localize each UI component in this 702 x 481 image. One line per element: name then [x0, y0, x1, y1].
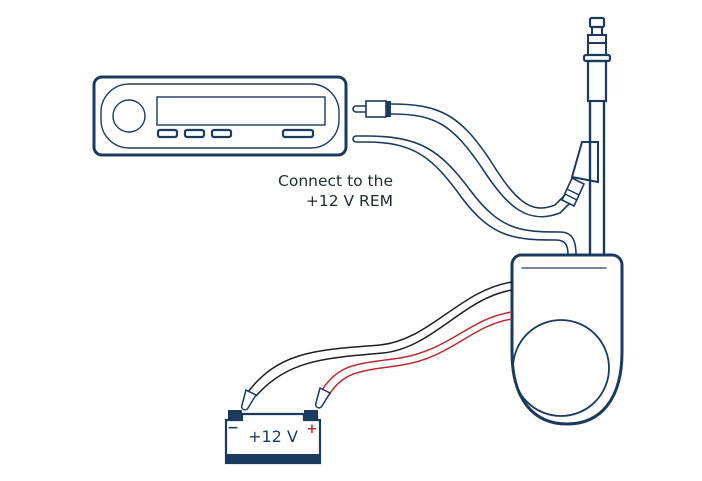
mast-tip-neck	[591, 26, 603, 36]
antenna-cable-outer-bottom	[390, 113, 571, 218]
remote-wire-outer-top	[365, 135, 577, 256]
housing-outline	[510, 253, 624, 426]
radio-volume-knob	[112, 99, 146, 133]
battery-voltage-label: +12 V	[248, 427, 298, 446]
rca-pin-icon	[352, 105, 366, 113]
annotation-line-1: Connect to the	[278, 172, 393, 190]
radio-display	[156, 96, 326, 126]
battery-positive-symbol: +	[307, 422, 318, 437]
radio-inner-frame	[100, 83, 340, 149]
power-wire-tip	[314, 386, 332, 409]
mast-tip-cap	[588, 16, 606, 29]
battery-base	[226, 454, 320, 464]
mast-upper-tube	[587, 42, 607, 56]
car-radio	[92, 75, 348, 157]
radio-button-2	[183, 128, 206, 139]
mast-mid-tube	[586, 59, 608, 103]
radio-button-eject	[281, 128, 315, 139]
radio-outer-frame	[92, 75, 348, 157]
antenna-base-mount	[570, 141, 599, 184]
annotation-line-2: +12 V REM	[306, 192, 393, 210]
antenna-motor-housing	[510, 253, 624, 426]
battery-positive-terminal	[304, 410, 318, 420]
radio-button-1	[156, 128, 179, 139]
ground-wire-tip	[240, 388, 258, 411]
battery: − + +12 V	[224, 410, 322, 465]
remote-wire	[352, 135, 577, 256]
battery-negative-terminal	[228, 410, 242, 420]
mast-tip-collar	[587, 34, 607, 44]
remote-wire-tip	[352, 135, 366, 143]
radio-button-3	[210, 128, 233, 139]
antenna-mast	[582, 16, 612, 255]
housing-motor-circle	[512, 319, 610, 417]
power-wire-red	[314, 311, 513, 409]
ground-wire-black	[240, 281, 513, 411]
rca-plug-body	[365, 100, 387, 118]
coax-connector	[560, 176, 586, 208]
remote-wire-outer-bottom	[365, 141, 569, 256]
antenna-cable-outer-top	[390, 103, 566, 209]
rca-plug-band	[386, 101, 391, 117]
battery-negative-symbol: −	[227, 420, 239, 436]
